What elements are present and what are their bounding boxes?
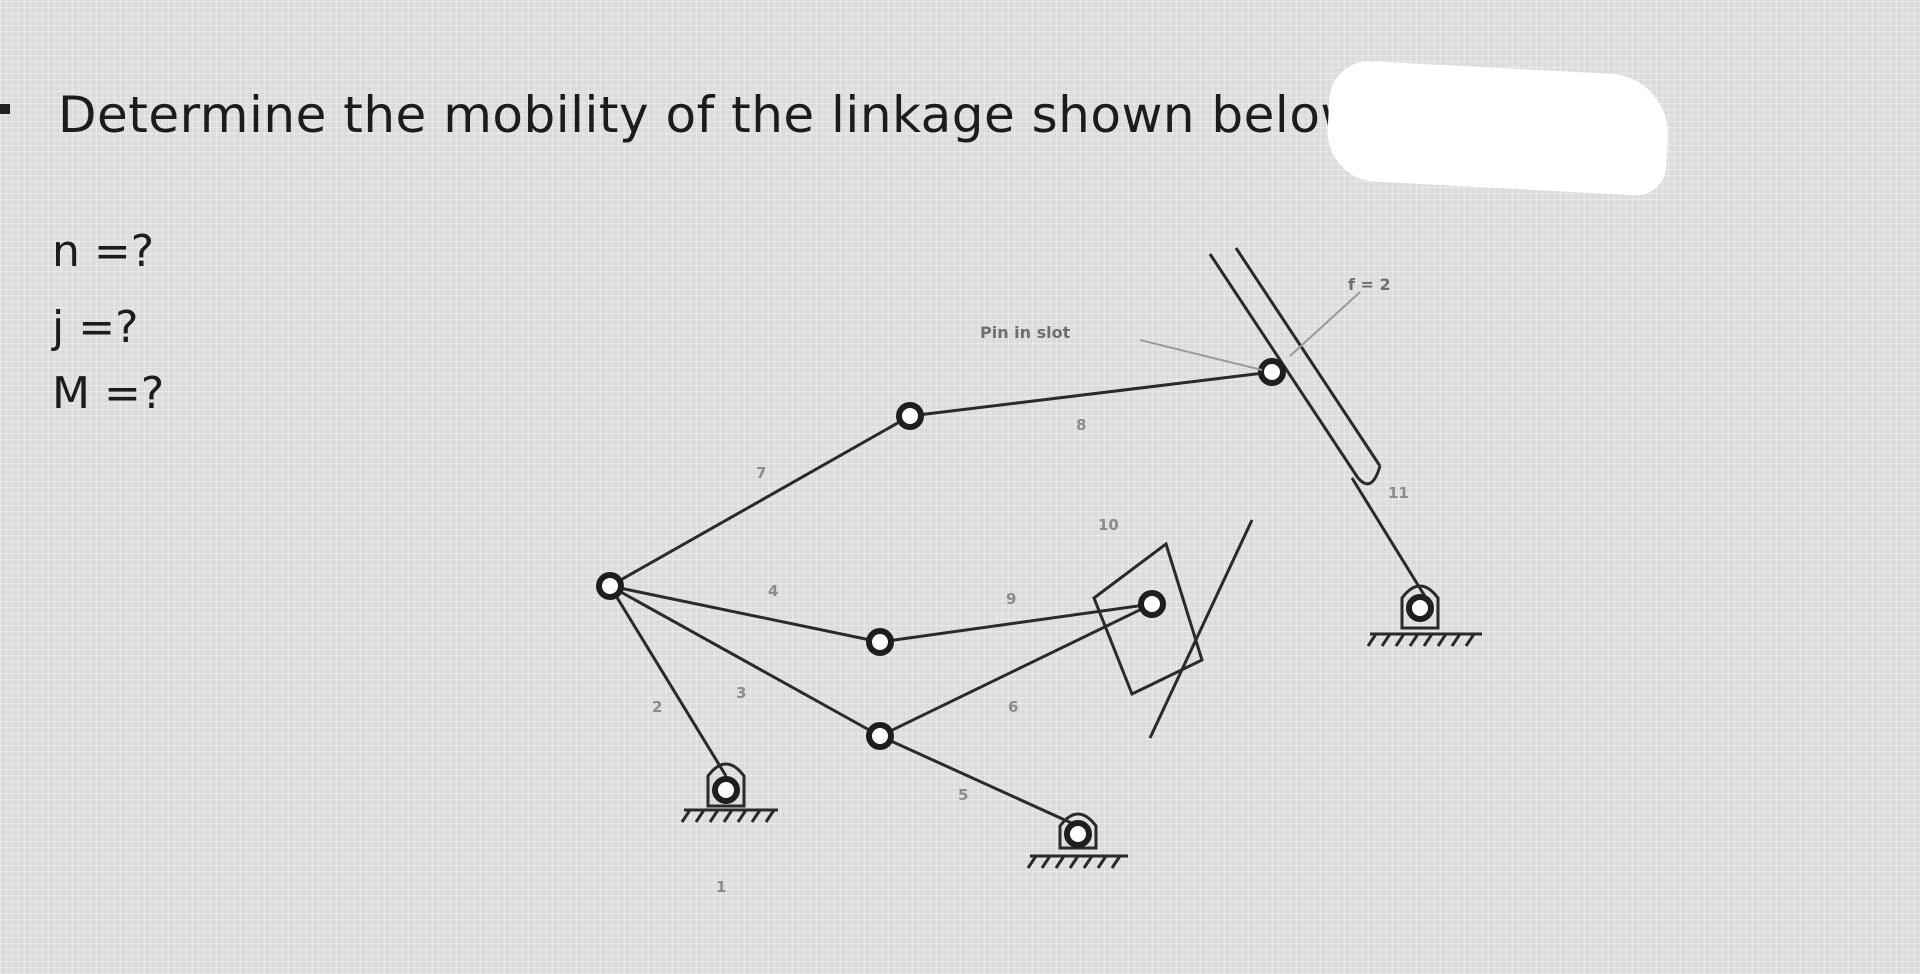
ground-support-3 bbox=[1366, 584, 1482, 647]
link-11 bbox=[1350, 477, 1428, 599]
ground-support-2 bbox=[1026, 812, 1128, 869]
link-label-11: 11 bbox=[1388, 484, 1409, 502]
joint-middle bbox=[866, 628, 894, 656]
link-8 bbox=[909, 370, 1273, 418]
link-2 bbox=[608, 585, 728, 777]
pivot-ground-2 bbox=[1064, 820, 1092, 848]
link-label-3: 3 bbox=[736, 684, 746, 702]
link-label-8: 8 bbox=[1076, 416, 1086, 434]
link-label-9: 9 bbox=[1006, 590, 1016, 608]
link-9 bbox=[879, 602, 1153, 644]
link-7 bbox=[609, 414, 911, 588]
link-label-6: 6 bbox=[1008, 698, 1018, 716]
variable-n: n =? bbox=[52, 226, 155, 277]
question-text: Determine the mobility of the linkage sh… bbox=[58, 86, 1374, 144]
slider-block bbox=[1092, 519, 1254, 739]
joint-left bbox=[596, 572, 624, 600]
pin-in-slot-leader bbox=[1139, 339, 1263, 371]
ground-support-1 bbox=[680, 762, 778, 823]
joint-lower bbox=[866, 722, 894, 750]
link-label-10: 10 bbox=[1098, 516, 1119, 534]
pin-in-slot-label: Pin in slot bbox=[980, 323, 1071, 342]
f-label-leader bbox=[1289, 291, 1361, 357]
link-3 bbox=[609, 584, 881, 738]
link-label-2: 2 bbox=[652, 698, 662, 716]
joint-slider bbox=[1138, 590, 1166, 618]
variable-m: M =? bbox=[52, 368, 165, 419]
link-label-5: 5 bbox=[958, 786, 968, 804]
pivot-ground-3 bbox=[1406, 594, 1434, 622]
link-label-4: 4 bbox=[768, 582, 778, 600]
link-4 bbox=[609, 584, 881, 644]
link-label-7: 7 bbox=[756, 464, 766, 482]
bullet-mark bbox=[0, 104, 10, 114]
variable-j: j =? bbox=[52, 302, 139, 353]
f-label: f = 2 bbox=[1348, 275, 1391, 294]
link-label-1: 1 bbox=[716, 878, 726, 896]
joint-upper bbox=[896, 402, 924, 430]
link-5 bbox=[879, 734, 1079, 828]
joint-pin-in-slot bbox=[1258, 358, 1286, 386]
pivot-ground-1 bbox=[712, 776, 740, 804]
